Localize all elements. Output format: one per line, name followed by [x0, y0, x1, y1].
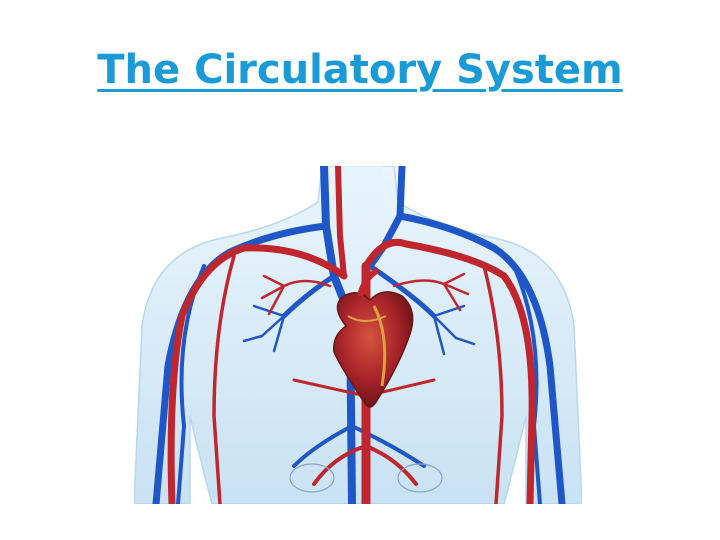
torso-diagram [134, 166, 582, 504]
heart [333, 267, 414, 408]
slide-title: The Circulatory System [97, 47, 623, 93]
kidney-vessels [289, 463, 443, 493]
circulatory-system-illustration [134, 166, 582, 504]
